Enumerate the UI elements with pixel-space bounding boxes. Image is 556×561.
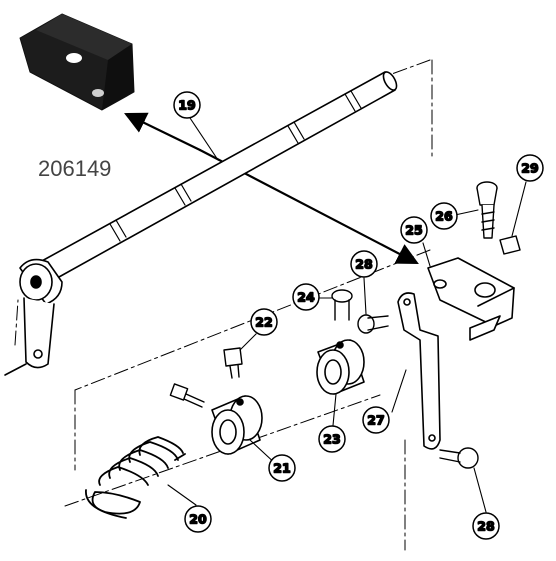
spring-20 [85, 436, 186, 519]
screw-28-lower [439, 447, 479, 469]
callouts: 19 20 21 22 23 24 25 26 [173, 91, 544, 540]
svg-text:19: 19 [178, 98, 195, 113]
callout-25: 25 [400, 216, 428, 244]
bracket-25 [427, 257, 515, 341]
svg-text:28: 28 [355, 257, 372, 272]
svg-text:28: 28 [477, 519, 494, 534]
svg-text:27: 27 [367, 413, 384, 428]
part-photo [19, 13, 135, 111]
svg-text:21: 21 [273, 461, 290, 476]
screw-26 [476, 181, 498, 239]
assembly-lines [14, 59, 433, 551]
svg-text:22: 22 [255, 315, 272, 330]
svg-text:29: 29 [521, 161, 538, 176]
shaft-19 [4, 71, 398, 376]
svg-text:25: 25 [405, 223, 422, 238]
arrow-to-photo [124, 112, 202, 152]
leader-lines [167, 117, 527, 513]
callout-23: 23 [318, 425, 346, 453]
screw-29 [499, 235, 521, 255]
collar-23 [316, 339, 365, 395]
collar-21 [211, 395, 263, 455]
callout-21: 21 [268, 454, 296, 482]
link-27 [397, 292, 441, 450]
callout-24: 24 [292, 283, 320, 311]
screw-22 [223, 347, 243, 379]
callout-22: 22 [250, 308, 278, 336]
screw-24 [331, 289, 353, 321]
svg-text:23: 23 [323, 432, 340, 447]
callout-28-upper: 28 [350, 250, 378, 278]
callout-20: 20 [184, 505, 212, 533]
svg-text:20: 20 [189, 512, 207, 527]
callout-19: 19 [173, 91, 201, 119]
callout-27: 27 [362, 406, 390, 434]
callout-26: 26 [430, 202, 458, 230]
svg-text:24: 24 [297, 290, 315, 305]
svg-text:26: 26 [435, 209, 453, 224]
callout-29: 29 [516, 154, 544, 182]
photo-part-number: 206149 [38, 156, 111, 181]
screw-28-upper [357, 314, 389, 334]
callout-28-lower: 28 [472, 512, 500, 540]
screw-21-side [169, 383, 205, 408]
